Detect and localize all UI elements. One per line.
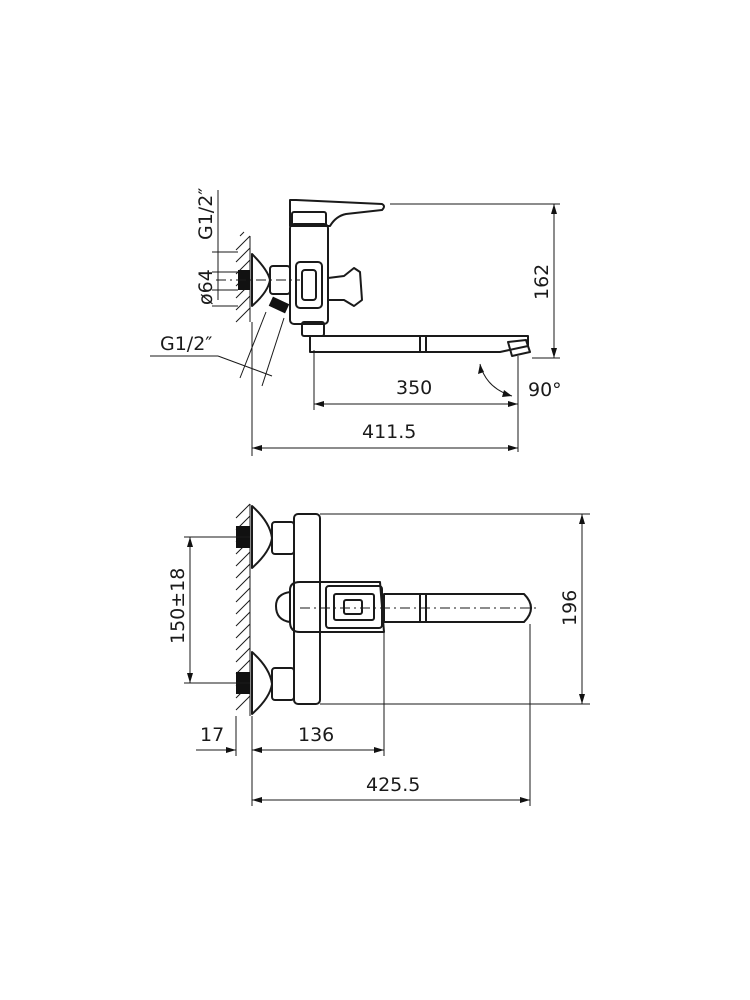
label-height-top: 162 (531, 264, 553, 300)
aerator-top (507, 339, 531, 357)
label-body-offset: 136 (298, 724, 334, 746)
rotation-arc (479, 363, 513, 397)
flange-upper (251, 505, 273, 569)
body-central-block (289, 581, 385, 633)
label-flange-diameter: ø64 (195, 269, 217, 305)
body-inner-window (295, 261, 323, 309)
diverter-knob (327, 267, 363, 307)
lever-handle (289, 199, 385, 227)
side-view (150, 190, 560, 456)
label-height-front: 196 (559, 590, 581, 626)
side-outlet (268, 296, 290, 314)
label-thread-side: G1/2″ (160, 333, 212, 355)
label-spout-length: 350 (396, 377, 432, 399)
front-view (184, 503, 590, 806)
spout-front (383, 593, 532, 623)
nut-lower (271, 667, 295, 701)
label-rotation-angle: 90° (528, 379, 562, 401)
label-total-length-top: 411.5 (362, 421, 416, 443)
mixer-body-front (293, 513, 321, 705)
label-total-length-front: 425.5 (366, 774, 420, 796)
lever-front (325, 585, 383, 629)
label-wall-offset: 17 (200, 724, 224, 746)
nut-upper (271, 521, 295, 555)
label-thread-top: G1/2″ (195, 188, 217, 240)
flange-lower (251, 651, 273, 715)
mixer-body-top (289, 223, 329, 325)
label-inlet-spacing: 150±18 (167, 568, 189, 644)
